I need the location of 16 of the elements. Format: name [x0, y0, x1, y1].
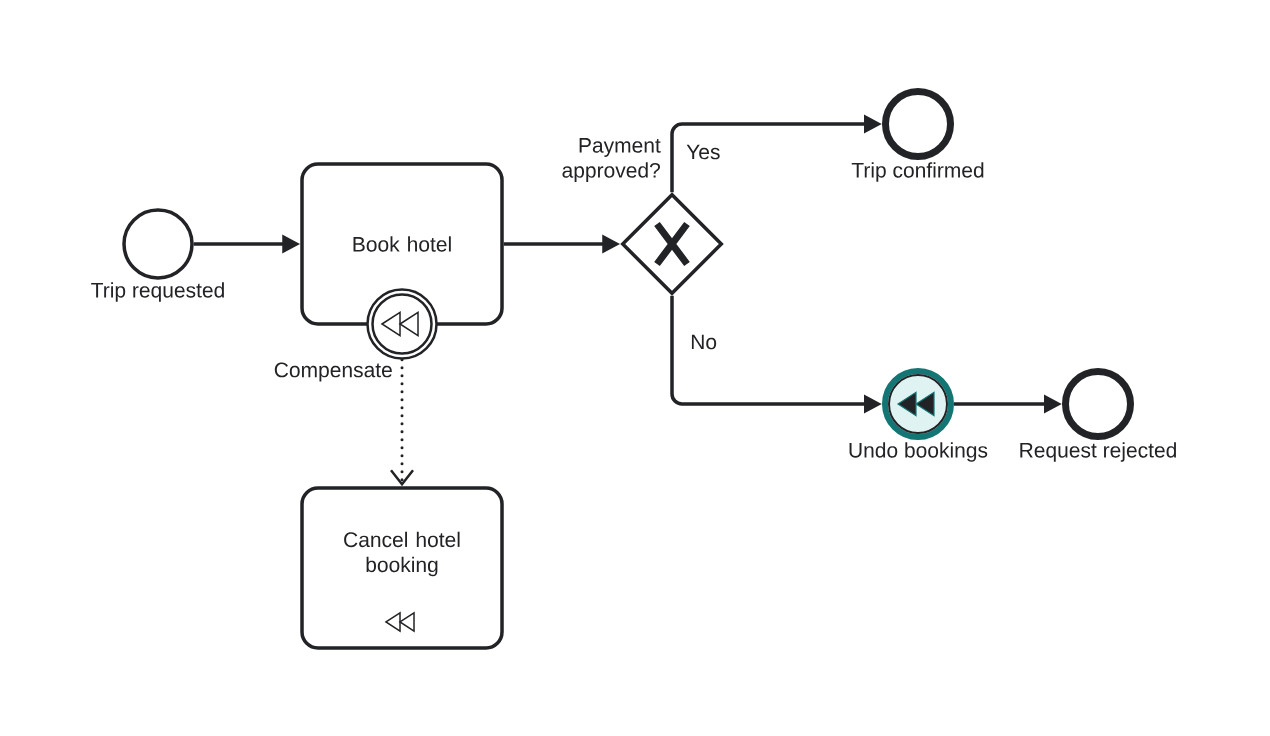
event-circle [122, 208, 194, 280]
event-label: Undo bookings [849, 442, 988, 462]
gateway-label: Payment approved? [562, 138, 661, 182]
event-label: Trip requested [91, 282, 224, 302]
task-box: Cancel hotel booking [300, 486, 504, 650]
event-circle [366, 288, 438, 360]
event-circle [882, 368, 954, 440]
dotted-arrow [390, 358, 414, 487]
event-label: Compensate [274, 362, 392, 382]
event-circle [882, 88, 954, 160]
event-circle [1062, 368, 1134, 440]
edge-label: Yes [684, 142, 723, 162]
event-label: Trip confirmed [851, 162, 984, 182]
edge-label: No [688, 332, 720, 352]
task-box: Book hotel [300, 162, 504, 326]
event-label: Request rejected [1020, 442, 1176, 462]
